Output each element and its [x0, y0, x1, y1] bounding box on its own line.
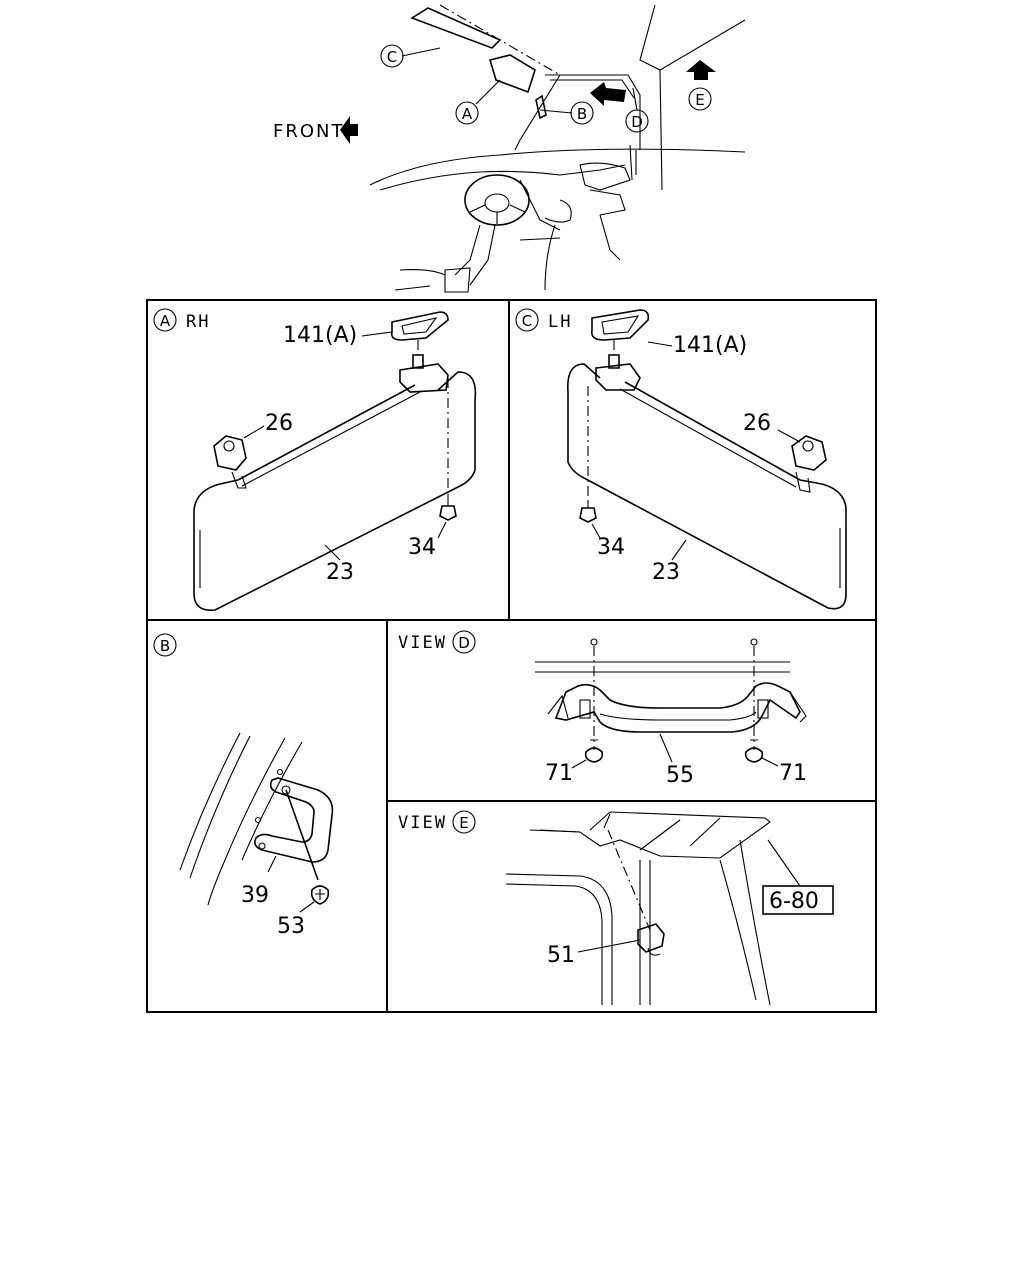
part-label-141a-lh: 141(A): [673, 333, 747, 358]
part-label-71-right: 71: [779, 761, 807, 786]
panel-view-d: VIEW D: [398, 630, 807, 769]
visor-holder-rh: [213, 435, 247, 471]
svg-text:C: C: [522, 312, 532, 330]
overview-grip-b: [535, 94, 547, 120]
svg-text:A: A: [462, 105, 473, 123]
panel-a-rh: A RH: [153, 308, 477, 612]
panel-d-header: VIEW D: [398, 630, 476, 654]
svg-text:A: A: [160, 312, 171, 330]
clip-141a-lh: [590, 309, 650, 341]
panel-c-side-label: LH: [548, 312, 572, 332]
panel-c-lh: C LH: [515, 308, 847, 610]
svg-text:B: B: [160, 637, 170, 655]
screw-71-right: [744, 747, 764, 763]
part-label-26-rh: 26: [265, 411, 293, 436]
part-label-51: 51: [547, 943, 575, 968]
screw-34-rh: [439, 505, 457, 521]
part-label-71-left: 71: [545, 761, 573, 786]
panel-b: B: [153, 633, 334, 913]
screw-71-left: [584, 747, 604, 763]
svg-text:D: D: [458, 634, 470, 652]
arrow-view-e: [686, 60, 716, 80]
part-label-39: 39: [241, 883, 269, 908]
part-label-34-rh: 34: [408, 535, 436, 560]
screw-34-lh: [579, 507, 597, 523]
assist-grip-55: [554, 682, 801, 733]
reference-box-6-80[interactable]: 6-80: [762, 885, 834, 915]
overview-illustration: [340, 4, 746, 293]
svg-text:VIEW: VIEW: [398, 813, 447, 833]
visor-holder-lh: [791, 435, 827, 471]
arrow-view-d: [590, 82, 626, 106]
part-label-34-lh: 34: [597, 535, 625, 560]
part-label-55: 55: [666, 763, 694, 788]
clip-51: [637, 923, 665, 953]
screw-53: [310, 885, 330, 905]
svg-text:E: E: [695, 91, 704, 109]
sun-visor-lh: [567, 363, 847, 610]
panel-c-header: C LH: [515, 308, 572, 332]
callout-d-overview: D: [625, 109, 649, 133]
panel-b-header: B: [153, 633, 177, 657]
svg-text:VIEW: VIEW: [398, 633, 447, 653]
part-label-23-lh: 23: [652, 560, 680, 585]
overview-steering-wheel: [464, 174, 530, 226]
panels-frame: [146, 299, 877, 1013]
panel-e-header: VIEW E: [398, 810, 476, 834]
callout-e-overview: E: [688, 87, 712, 111]
svg-text:D: D: [631, 113, 643, 131]
panel-a-header: A RH: [153, 308, 210, 332]
svg-text:E: E: [459, 814, 468, 832]
part-label-23-rh: 23: [326, 560, 354, 585]
panel-view-e: VIEW E: [398, 810, 801, 1006]
overview-visor-a: [488, 54, 536, 94]
part-label-26-lh: 26: [743, 411, 771, 436]
callout-b-overview: B: [570, 101, 594, 125]
sun-visor-rh: [193, 371, 477, 612]
part-label-141a-rh: 141(A): [283, 323, 357, 348]
arrow-front: [340, 116, 358, 144]
front-label: FRONT: [273, 121, 345, 142]
callout-a-overview: A: [455, 101, 479, 125]
svg-text:B: B: [577, 105, 587, 123]
part-label-53: 53: [277, 914, 305, 939]
assist-bracket-39: [254, 777, 334, 863]
callout-c-overview: C: [380, 44, 404, 68]
clip-141a-rh: [390, 311, 449, 341]
svg-text:C: C: [387, 48, 397, 66]
panel-a-side-label: RH: [186, 312, 210, 332]
svg-text:6-80: 6-80: [769, 889, 819, 914]
overview-visor-c: [410, 7, 502, 49]
